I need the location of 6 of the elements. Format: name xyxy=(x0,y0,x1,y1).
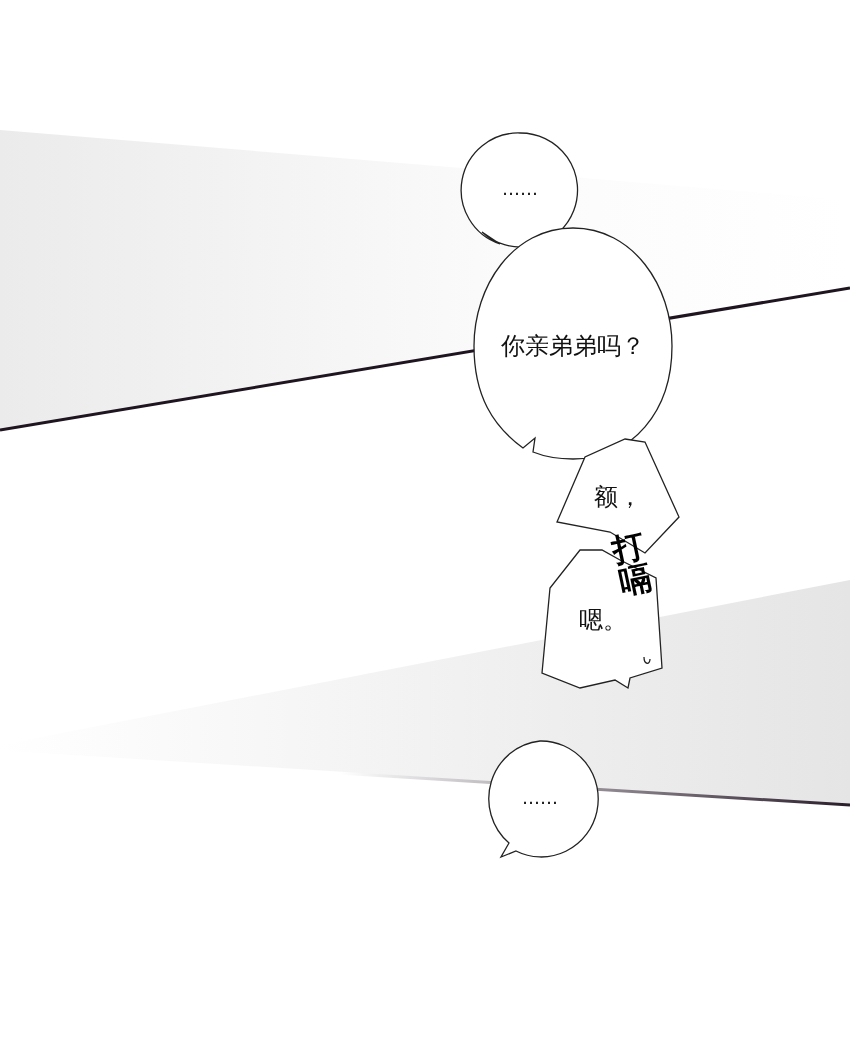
dialogue-text: 额， xyxy=(594,482,642,513)
dialogue-text: …… xyxy=(522,786,558,808)
dialogue-text: 你亲弟弟吗？ xyxy=(501,330,645,362)
dialogue-text: …… xyxy=(502,177,538,199)
dialogue-text: 嗯。 xyxy=(579,605,627,636)
sound-effect-text: 打嗝 xyxy=(608,529,656,599)
